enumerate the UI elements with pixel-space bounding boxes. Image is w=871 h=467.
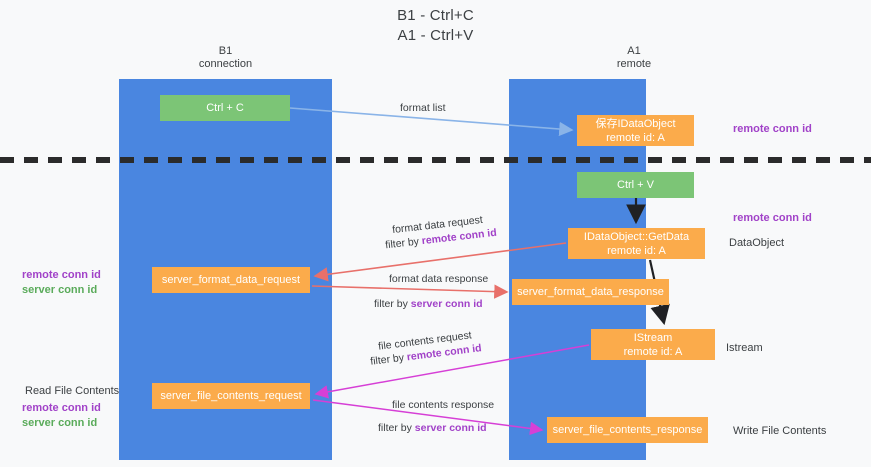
box-server-format-data-request[interactable]: server_format_data_request [152, 267, 310, 293]
title-line-2: A1 - Ctrl+V [397, 27, 474, 44]
label-remote-conn-id-top: remote conn id [733, 123, 812, 135]
label-remote-conn-id-2: remote conn id [22, 402, 101, 414]
box-getdata-line1: IDataObject::GetData [583, 230, 690, 243]
edge-label-file-contents-response-filter: filter by server conn id [378, 421, 487, 436]
column-header-b1: B1 connection [119, 45, 332, 71]
box-idataobject[interactable]: 保存IDataObject remote id: A [577, 115, 694, 146]
edge-label-format-list: format list [400, 102, 446, 114]
filter-prefix: filter by [374, 298, 411, 310]
label-read-file-contents: Read File Contents [25, 385, 120, 397]
label-dataobject: DataObject [729, 237, 785, 249]
label-server-conn-id-2: server conn id [22, 417, 98, 429]
box-server-format-data-response[interactable]: server_format_data_response [512, 279, 669, 305]
box-istream[interactable]: IStream remote id: A [591, 329, 715, 360]
box-server-file-contents-request-label: server_file_contents_request [160, 390, 302, 402]
box-ctrl-v-label: Ctrl + V [617, 179, 654, 191]
box-idataobject-line2: remote id: A [606, 131, 665, 144]
filter-prefix: filter by [384, 235, 423, 252]
label-remote-conn-id-mid: remote conn id [733, 212, 812, 224]
box-ctrl-c[interactable]: Ctrl + C [160, 95, 290, 121]
label-remote-conn-id-1: remote conn id [22, 269, 101, 281]
label-write-file-contents: Write File Contents [733, 425, 827, 437]
box-server-file-contents-response-label: server_file_contents_response [552, 424, 703, 436]
box-idataobject-getdata[interactable]: IDataObject::GetData remote id: A [568, 228, 705, 259]
filter-key-server-conn-id: server conn id [414, 422, 487, 434]
edge-label-file-contents-response: file contents response [392, 399, 495, 411]
title-line-1: B1 - Ctrl+C [397, 7, 474, 24]
label-conn-ids-format: remote conn id server conn id [22, 268, 101, 298]
box-getdata-line2: remote id: A [607, 244, 666, 257]
column-header-b1-role: connection [198, 58, 253, 70]
box-ctrl-v[interactable]: Ctrl + V [577, 172, 694, 198]
page-title: B1 - Ctrl+C A1 - Ctrl+V [0, 6, 871, 46]
box-server-format-data-response-label: server_format_data_response [517, 286, 664, 298]
column-header-a1-role: remote [616, 58, 652, 70]
column-header-b1-name: B1 [218, 45, 233, 57]
label-server-conn-id-1: server conn id [22, 284, 98, 296]
box-istream-line1: IStream [633, 331, 673, 344]
label-conn-ids-file: remote conn id server conn id [22, 401, 101, 431]
box-ctrl-c-label: Ctrl + C [206, 102, 244, 114]
label-istream: Istream [726, 342, 763, 354]
filter-prefix: filter by [369, 351, 408, 368]
box-server-file-contents-response[interactable]: server_file_contents_response [547, 417, 708, 443]
edge-label-format-data-response: format data response [389, 273, 489, 285]
column-header-a1-name: A1 [627, 45, 641, 57]
box-istream-line2: remote id: A [623, 345, 683, 358]
edge-label-format-data-response-filter: filter by server conn id [374, 297, 483, 312]
filter-prefix: filter by [378, 422, 415, 434]
filter-key-server-conn-id: server conn id [410, 298, 483, 310]
box-idataobject-line1: 保存IDataObject [595, 117, 676, 130]
column-header-a1: A1 remote [509, 45, 759, 71]
box-server-file-contents-request[interactable]: server_file_contents_request [152, 383, 310, 409]
section-divider-dashed [0, 157, 871, 163]
box-server-format-data-request-label: server_format_data_request [161, 274, 301, 286]
